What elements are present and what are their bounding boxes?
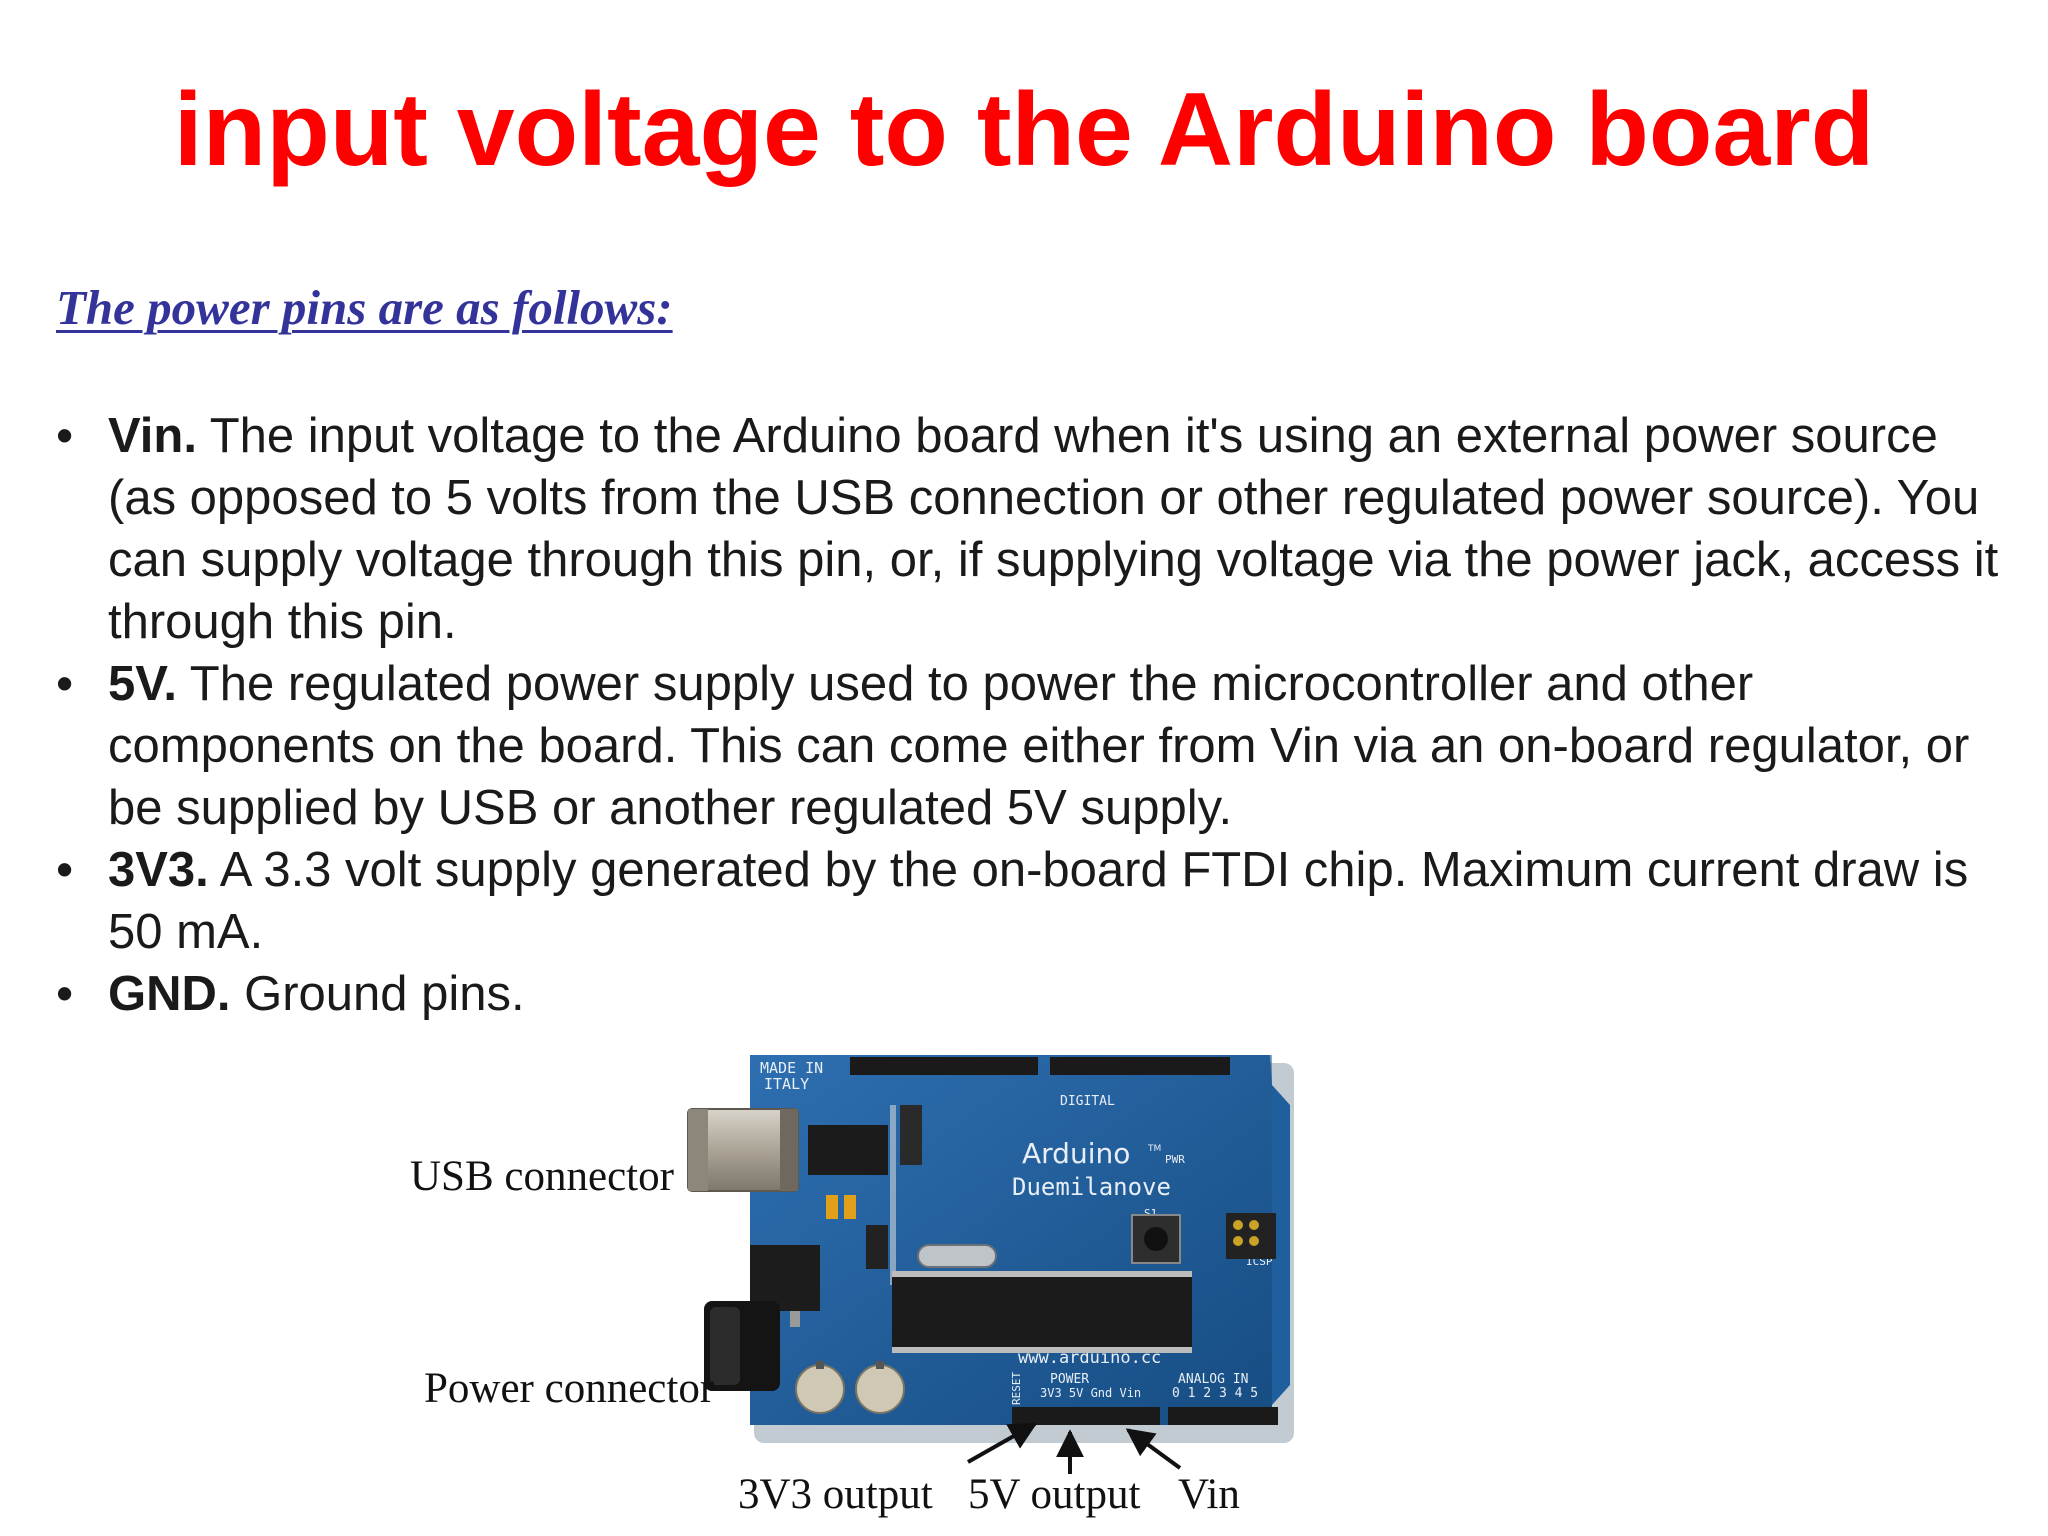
bullet-3v3: • 3V3. A 3.3 volt supply generated by the… <box>56 839 2006 963</box>
pwr-text: PWR <box>1165 1153 1185 1166</box>
bullet-vin: • Vin. The input voltage to the Arduino b… <box>56 405 2006 653</box>
bullet-marker: • <box>56 967 74 1021</box>
bullet-text: The input voltage to the Arduino board w… <box>108 409 1999 649</box>
reset-text: RESET <box>1010 1372 1023 1405</box>
bullet-marker: • <box>56 409 74 463</box>
power-header <box>1012 1407 1160 1425</box>
model-text: Duemilanove <box>1012 1173 1171 1201</box>
bullet-5v: • 5V. The regulated power supply used to … <box>56 653 2006 839</box>
label-3v3-output: 3V3 output <box>738 1471 933 1518</box>
arduino-board-image: MADE IN ITALY DIGITAL Arduino TM PWR Due… <box>687 1055 1294 1443</box>
power-jack <box>704 1301 780 1391</box>
digital-text: DIGITAL <box>1060 1094 1115 1109</box>
bullet-gnd: • GND. Ground pins. <box>56 963 2006 1025</box>
icsp-header <box>1226 1213 1276 1259</box>
label-usb-connector: USB connector <box>410 1153 674 1200</box>
usb-connector <box>687 1108 799 1192</box>
atmega-chip <box>892 1277 1192 1347</box>
italy-text: ITALY <box>764 1075 809 1093</box>
tm-text: TM <box>1147 1144 1161 1154</box>
bullet-text: Ground pins. <box>230 967 525 1021</box>
slide-title: input voltage to the Arduino board <box>173 72 1875 188</box>
label-vin: Vin <box>1178 1471 1240 1518</box>
bullet-marker: • <box>56 843 74 897</box>
bullet-list: • Vin. The input voltage to the Arduino b… <box>56 405 2006 1025</box>
bullet-term: GND. <box>108 967 231 1021</box>
label-power-connector: Power connector <box>424 1365 715 1412</box>
analog-in-text: ANALOG IN <box>1178 1372 1248 1387</box>
ftdi-chip <box>808 1125 888 1175</box>
subheading: The power pins are as follows: <box>56 280 673 335</box>
bullet-term: 3V3. <box>108 843 209 897</box>
power-text: POWER <box>1050 1372 1089 1387</box>
bullet-term: Vin. <box>108 409 197 463</box>
made-in-text: MADE IN <box>760 1059 823 1077</box>
bullet-text: A 3.3 volt supply generated by the on-bo… <box>108 843 1969 959</box>
bullet-marker: • <box>56 657 74 711</box>
analog-pins-text: 0 1 2 3 4 5 <box>1172 1386 1258 1401</box>
analog-header <box>1168 1407 1278 1425</box>
bullet-text: The regulated power supply used to power… <box>108 657 1970 835</box>
bullet-term: 5V. <box>108 657 178 711</box>
power-pins-text: 3V3 5V Gnd Vin <box>1040 1386 1141 1400</box>
brand-text: Arduino <box>1022 1137 1130 1170</box>
digital-header <box>850 1057 1230 1075</box>
label-5v-output: 5V output <box>968 1471 1141 1518</box>
